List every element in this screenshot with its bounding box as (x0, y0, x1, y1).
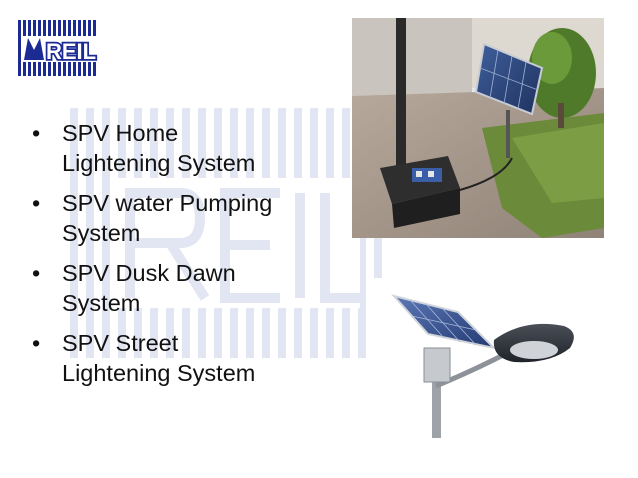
solar-home-system-photo (352, 18, 604, 238)
bullet-item: • SPV water Pumping System (28, 188, 328, 248)
bullet-line: SPV Dusk Dawn (62, 260, 236, 286)
reil-logo: REIL (18, 20, 98, 76)
watermark-logo (70, 108, 382, 358)
bullet-line: SPV Home (62, 120, 179, 146)
bullet-line: SPV water Pumping (62, 190, 273, 216)
bullet-item: • SPV Dusk Dawn System (28, 258, 328, 318)
bullet-dot: • (32, 190, 41, 216)
bullet-dot: • (32, 330, 41, 356)
bullet-dot: • (32, 260, 41, 286)
bullet-line: Lightening System (62, 360, 256, 386)
bullet-line: System (62, 220, 141, 246)
svg-text:REIL: REIL (46, 39, 96, 64)
bullet-line: SPV Street (62, 330, 179, 356)
bullet-line: Lightening System (62, 150, 256, 176)
bullet-item: • SPV Home Lightening System (28, 118, 328, 178)
bullet-item: • SPV Street Lightening System (28, 328, 328, 388)
solar-street-light-photo (374, 278, 586, 438)
bullet-line: System (62, 290, 141, 316)
bullet-dot: • (32, 120, 41, 146)
bullet-list: • SPV Home Lightening System • SPV water… (28, 118, 328, 398)
